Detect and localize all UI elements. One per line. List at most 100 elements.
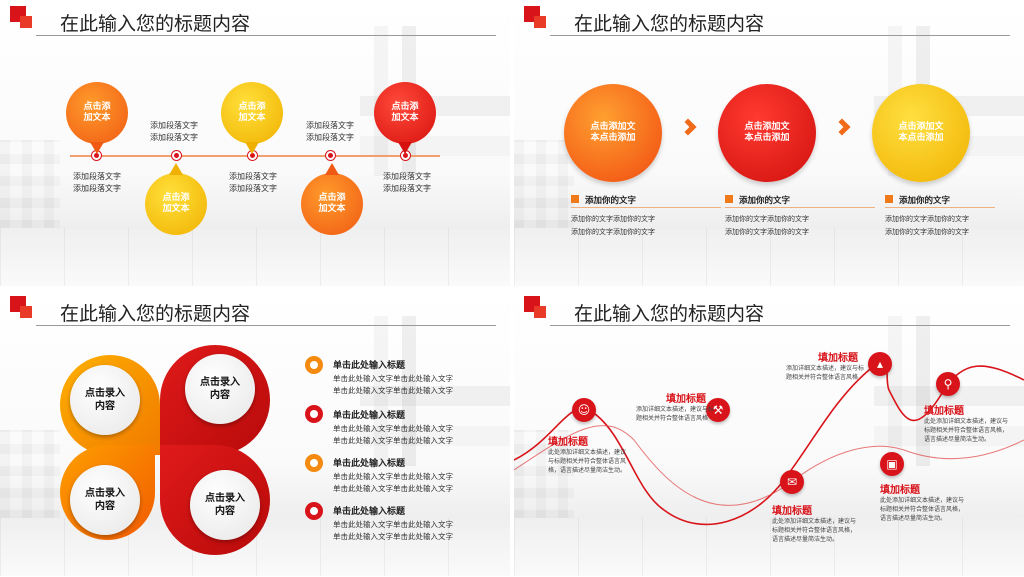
paragraph-text[interactable]: 添加段落文字 添加段落文字: [73, 171, 121, 195]
node-text[interactable]: 此处添加详细文本描述，建议与 标题相关并符合整体语言风格， 语言描述尽量简洁生动…: [880, 496, 964, 523]
chart-icon[interactable]: ▴: [868, 352, 892, 376]
slide-title[interactable]: 在此输入您的标题内容: [60, 13, 251, 35]
node-label[interactable]: 填加标题: [818, 353, 858, 364]
item-text[interactable]: 添加你的文字添加你的文字 添加你的文字添加你的文字: [571, 213, 655, 239]
paragraph-line: 添加段落文字: [383, 172, 431, 181]
node-label[interactable]: 填加标题: [880, 485, 920, 496]
decorative-tiles: [0, 430, 60, 520]
list-text-line: 单击此处输入文字单击此处输入文字: [333, 484, 453, 493]
quadrant-label[interactable]: 点击录入内容: [70, 365, 140, 435]
item-heading[interactable]: 添加你的文字: [739, 196, 791, 206]
slide-title[interactable]: 在此输入您的标题内容: [60, 303, 251, 325]
list-text-line: 单击此处输入文字单击此处输入文字: [333, 436, 453, 445]
list-text[interactable]: 单击此处输入文字单击此处输入文字 单击此处输入文字单击此处输入文字: [333, 423, 453, 447]
node-text[interactable]: 此处添加详细文本描述，建议与 标题相关并符合整体语言风格， 语言描述尽量简洁生动…: [772, 517, 856, 544]
node-text[interactable]: 添加详细文本描述，建议与标 题相关并符合整体语言风格: [786, 364, 864, 382]
drop-label: 点击添加文本: [318, 193, 346, 214]
paragraph-text[interactable]: 添加段落文字 添加段落文字: [150, 120, 198, 144]
bullet-square-icon: [571, 195, 579, 203]
item-text[interactable]: 添加你的文字添加你的文字 添加你的文字添加你的文字: [725, 213, 809, 239]
drop-label: 点击添加文本: [238, 102, 266, 123]
laptop-icon[interactable]: ▣: [880, 452, 904, 476]
item-text-line: 添加你的文字添加你的文字: [571, 228, 655, 236]
floor-background: [514, 518, 1024, 576]
slide-title[interactable]: 在此输入您的标题内容: [574, 13, 765, 35]
drop-label: 点击添加文本: [162, 193, 190, 214]
drop-marker[interactable]: 点击添加文本: [66, 82, 128, 154]
search-icon[interactable]: ⚲: [936, 372, 960, 396]
node-text-line: 格，语言描述尽量简洁生动。: [548, 467, 627, 474]
node-text-line: 此处添加详细文本描述，建议与: [880, 497, 965, 504]
drop-marker[interactable]: 点击添加文本: [374, 82, 436, 154]
node-text[interactable]: 此处添加详细文本描述，建议 与标题相关并符合整体语言风 格，语言描述尽量简洁生动…: [548, 448, 626, 475]
node-text[interactable]: 此处添加详细文本描述，建议与 标题相关并符合整体语言风格， 语言描述尽量简洁生动…: [924, 417, 1008, 444]
list-heading[interactable]: 单击此处输入标题: [333, 507, 406, 517]
node-label[interactable]: 填加标题: [924, 406, 964, 417]
paragraph-text[interactable]: 添加段落文字 添加段落文字: [306, 120, 354, 144]
paragraph-line: 添加段落文字: [150, 133, 198, 142]
decorative-tiles: [514, 140, 574, 230]
item-text-line: 添加你的文字添加你的文字: [725, 215, 809, 223]
paragraph-line: 添加段落文字: [383, 184, 431, 193]
node-text-line: 题相关并符合整体语言风格: [636, 415, 709, 422]
list-heading[interactable]: 单击此处输入标题: [333, 459, 406, 469]
node-text-line: 标题相关并符合整体语言风格，: [772, 527, 857, 534]
circle-label: 点击添加文本点击添加: [590, 122, 636, 143]
drop-marker[interactable]: 点击添加文本: [145, 163, 207, 235]
logo-square: [534, 16, 546, 28]
quadrant-label[interactable]: 点击录入内容: [185, 354, 255, 424]
tools-icon[interactable]: ⚒: [706, 398, 730, 422]
list-heading[interactable]: 单击此处输入标题: [333, 411, 406, 421]
slide-title[interactable]: 在此输入您的标题内容: [574, 303, 765, 325]
people-icon[interactable]: ☺: [572, 398, 596, 422]
list-heading[interactable]: 单击此处输入标题: [333, 361, 406, 371]
process-circle[interactable]: 点击添加文本点击添加: [872, 84, 970, 182]
item-heading[interactable]: 添加你的文字: [585, 196, 637, 206]
item-text[interactable]: 添加你的文字添加你的文字 添加你的文字添加你的文字: [885, 213, 969, 239]
list-text[interactable]: 单击此处输入文字单击此处输入文字 单击此处输入文字单击此处输入文字: [333, 519, 453, 543]
logo-square: [20, 16, 32, 28]
slide-wave: 在此输入您的标题内容 ☺ 填加标题 此处添加详细文本描述，建议 与标题相关并符合…: [514, 290, 1024, 576]
node-label[interactable]: 填加标题: [772, 506, 812, 517]
quadrant-label[interactable]: 点击录入内容: [70, 465, 140, 535]
node-text-line: 语言描述尽量简洁生动。: [880, 515, 947, 522]
bullet-square-icon: [885, 195, 893, 203]
paragraph-line: 添加段落文字: [306, 133, 354, 142]
mail-icon[interactable]: ✉: [780, 470, 804, 494]
paragraph-line: 添加段落文字: [229, 184, 277, 193]
node-text-line: 标题相关并符合整体语言风格，: [924, 427, 1009, 434]
quadrant-label[interactable]: 点击录入内容: [190, 470, 260, 540]
drop-label: 点击添加文本: [391, 102, 419, 123]
item-text-line: 添加你的文字添加你的文字: [885, 228, 969, 236]
node-text[interactable]: 添加详细文本描述，建议与标 题相关并符合整体语言风格: [636, 405, 714, 423]
node-text-line: 语言描述尽量简洁生动。: [772, 536, 839, 543]
list-bullet-icon: [305, 454, 323, 472]
node-text-line: 题相关并符合整体语言风格: [786, 374, 859, 381]
list-bullet-icon: [305, 356, 323, 374]
paragraph-line: 添加段落文字: [306, 121, 354, 130]
node-text-line: 标题相关并符合整体语言风格，: [880, 506, 965, 513]
paragraph-text[interactable]: 添加段落文字 添加段落文字: [229, 171, 277, 195]
item-text-line: 添加你的文字添加你的文字: [571, 215, 655, 223]
slide-process: 在此输入您的标题内容 点击添加文本点击添加 点击添加文本点击添加 点击添加文本点…: [514, 0, 1024, 286]
item-heading[interactable]: 添加你的文字: [899, 196, 951, 206]
drop-marker[interactable]: 点击添加文本: [301, 163, 363, 235]
title-divider: [36, 35, 496, 36]
list-text[interactable]: 单击此处输入文字单击此处输入文字 单击此处输入文字单击此处输入文字: [333, 373, 453, 397]
timeline-dot: [172, 151, 181, 160]
title-divider: [550, 325, 1010, 326]
paragraph-line: 添加段落文字: [229, 172, 277, 181]
node-label[interactable]: 填加标题: [548, 437, 588, 448]
process-circle[interactable]: 点击添加文本点击添加: [564, 84, 662, 182]
node-text-line: 语言描述尽量简洁生动。: [924, 436, 991, 443]
circle-label: 点击添加文本点击添加: [898, 122, 944, 143]
paragraph-text[interactable]: 添加段落文字 添加段落文字: [383, 171, 431, 195]
logo-square: [20, 306, 32, 318]
list-bullet-icon: [305, 405, 323, 423]
heading-underline: [885, 207, 995, 208]
slide-quadrant: 在此输入您的标题内容 点击录入内容 点击录入内容 点击录入内容 点击录入内容 单…: [0, 290, 510, 576]
list-text[interactable]: 单击此处输入文字单击此处输入文字 单击此处输入文字单击此处输入文字: [333, 471, 453, 495]
node-label[interactable]: 填加标题: [666, 394, 706, 405]
process-circle[interactable]: 点击添加文本点击添加: [718, 84, 816, 182]
drop-marker[interactable]: 点击添加文本: [221, 82, 283, 154]
